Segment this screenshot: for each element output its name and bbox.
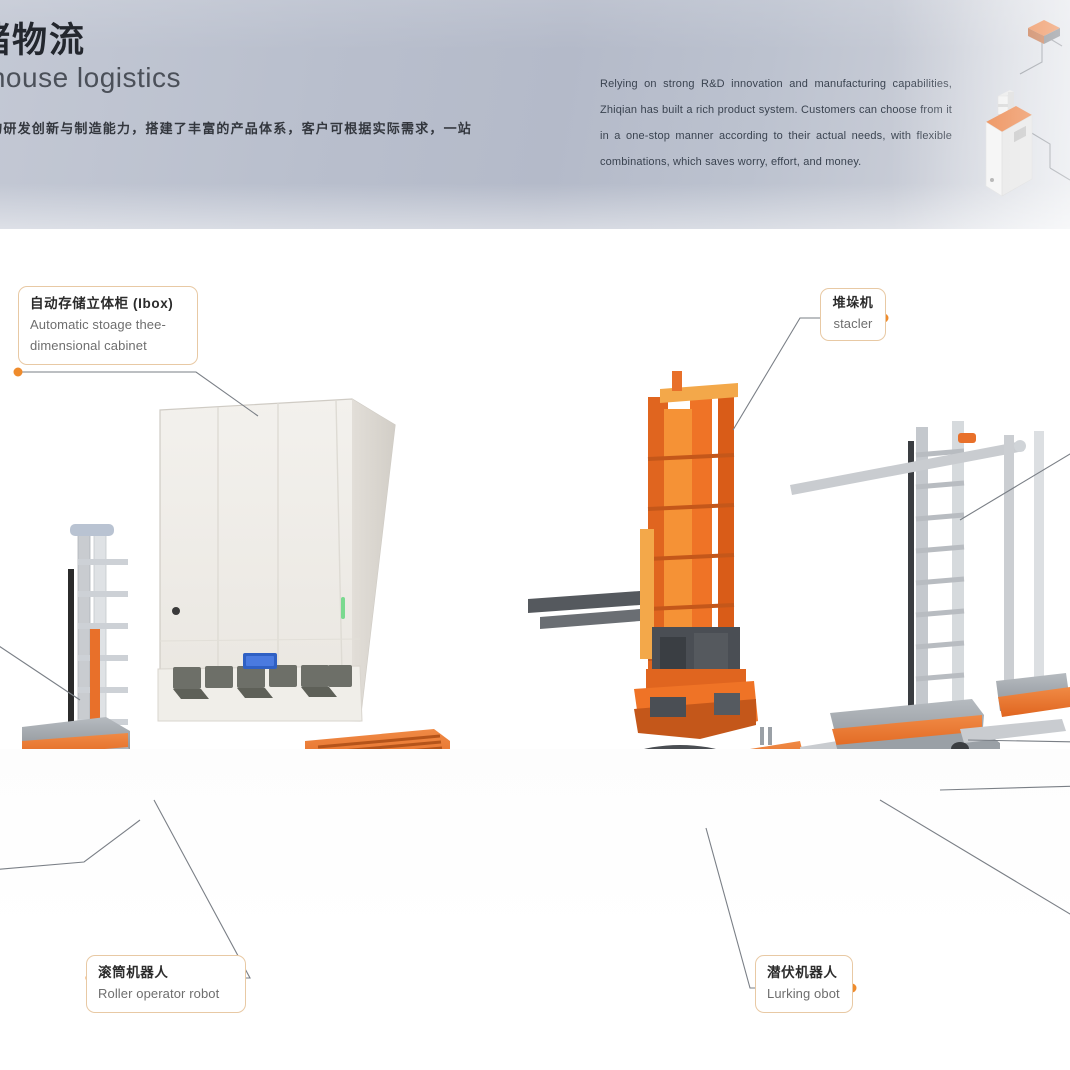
callout-lurking-robot[interactable]: 潜伏机器人 Lurking obot bbox=[755, 955, 853, 1013]
page-title-en: Warehouse logistics bbox=[0, 62, 182, 93]
grey-stacker-render bbox=[790, 421, 1066, 771]
banner-right-fade bbox=[890, 0, 1070, 229]
ibox-cabinet-render bbox=[157, 398, 396, 722]
callout-lurking-title-en: Lurking obot bbox=[767, 985, 840, 1001]
scene-floor bbox=[0, 749, 1070, 1070]
callout-stacker-title-cn: 堆垛机 bbox=[832, 295, 874, 310]
callout-stacker[interactable]: 堆垛机 stacler bbox=[820, 288, 886, 341]
callout-roller-robot[interactable]: 滚筒机器人 Roller operator robot bbox=[86, 955, 246, 1013]
callout-lurking-title-cn: 潜伏机器人 bbox=[767, 965, 838, 980]
callout-ibox[interactable]: 自动存储立体柜 (Ibox) Automatic stoage thee-dim… bbox=[18, 286, 198, 365]
page-title-cn: 仓储物流 bbox=[0, 21, 87, 60]
callout-ibox-title-cn: 自动存储立体柜 (Ibox) bbox=[30, 296, 174, 311]
callout-ibox-title-en: Automatic stoage thee-dimensional cabine… bbox=[30, 316, 166, 353]
header-description-cn: 智谦依托强大的研发创新与制造能力，搭建了丰富的产品体系，客户可根据实际需求，一站 bbox=[0, 121, 473, 136]
callout-stacker-title-en: stacler bbox=[833, 315, 873, 331]
callout-roller-title-en: Roller operator robot bbox=[98, 985, 220, 1001]
header-description-en: Relying on strong R&D innovation and man… bbox=[600, 78, 952, 168]
callout-roller-title-cn: 滚筒机器人 bbox=[98, 965, 169, 980]
grey-stacker-far-render bbox=[996, 431, 1070, 717]
stacker-crane-render bbox=[528, 371, 758, 739]
header-banner: 仓储物流 Warehouse logistics 智谦依托强大的研发创新与制造能… bbox=[0, 0, 1070, 229]
lift-robot-render bbox=[12, 524, 134, 781]
